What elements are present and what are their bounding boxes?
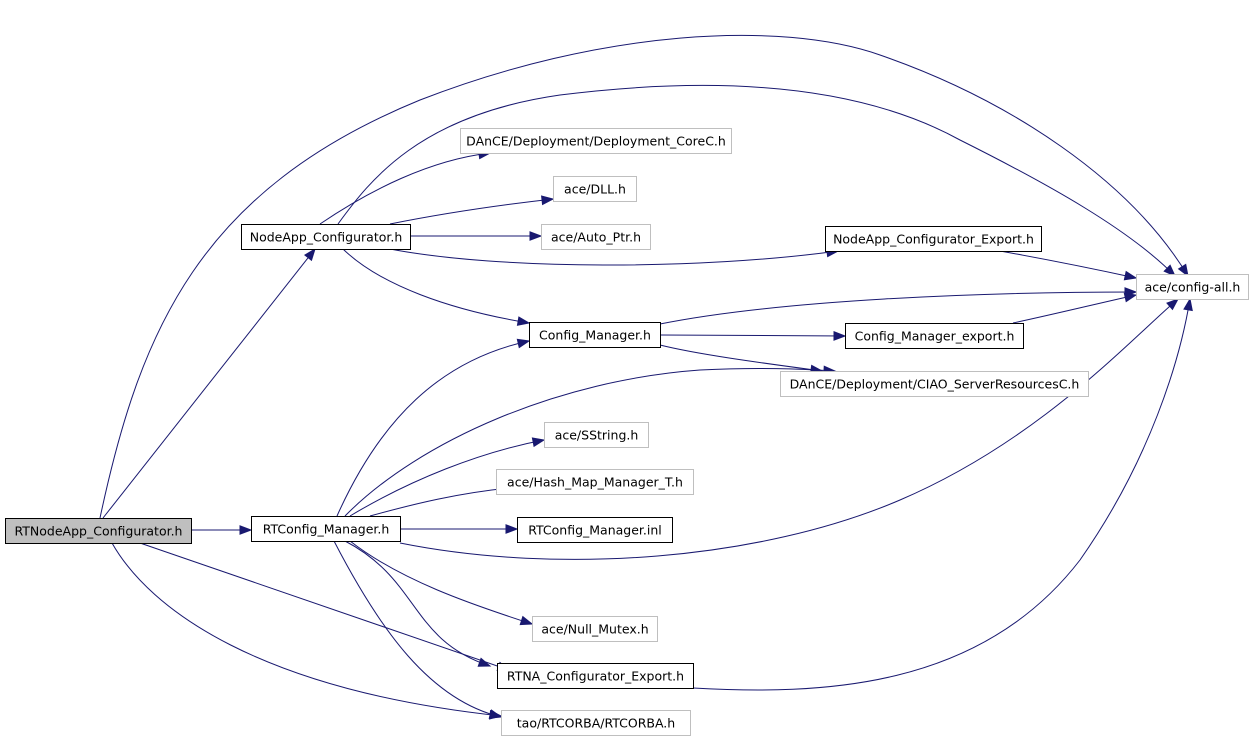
edge-rtconfig-manager-to-rtna-configurator-export-arrowhead (477, 657, 492, 667)
node-nodeapp-configurator-export[interactable]: NodeApp_Configurator_Export.h (825, 226, 1042, 252)
node-box (825, 226, 1042, 252)
edge-nodeapp-configurator-to-ace-auto-ptr-arrowhead (529, 231, 543, 241)
edge-nodeapp-configurator-to-ace-dll (389, 198, 554, 225)
edge-rtnodeapp-configurator-to-rtna-configurator-export (139, 542, 510, 671)
node-rtna-configurator-export[interactable]: RTNA_Configurator_Export.h (497, 663, 694, 689)
node-layer: RTNodeApp_Configurator.h NodeApp_Configur… (5, 128, 1249, 736)
node-ace-auto-ptr: ace/Auto_Ptr.h (541, 224, 651, 250)
edge-rtnodeapp-configurator-to-ace-config-all (99, 34, 1189, 519)
node-label: ace/Hash_Map_Manager_T.h (507, 475, 683, 490)
node-ace-sstring: ace/SString.h (544, 422, 649, 448)
edge-rtconfig-manager-to-ace-sstring-arrowhead (531, 437, 546, 448)
edge-rtconfig-manager-to-ace-null-mutex (349, 540, 533, 625)
edge-rtnodeapp-configurator-to-ace-config-all-arrowhead (1177, 263, 1189, 278)
node-rtconfig-manager-inl[interactable]: RTConfig_Manager.inl (517, 517, 673, 543)
node-label: ace/SString.h (555, 428, 639, 443)
node-label: ace/Null_Mutex.h (541, 622, 648, 637)
node-box (5, 518, 192, 544)
edge-config-manager-export-to-ace-config-all-arrowhead (1123, 292, 1138, 303)
node-box (532, 616, 658, 642)
edge-nodeapp-configurator-export-to-ace-config-all (999, 250, 1137, 279)
edge-nodeapp-configurator-to-config-manager (342, 248, 530, 324)
node-label: NodeApp_Configurator.h (250, 230, 403, 245)
edge-nodeapp-configurator-to-config-manager-arrowhead (516, 316, 531, 326)
node-label: RTConfig_Manager.h (263, 522, 390, 537)
node-ace-hash-map-manager-t: ace/Hash_Map_Manager_T.h (496, 469, 694, 495)
node-label: RTNodeApp_Configurator.h (15, 524, 183, 539)
edge-nodeapp-configurator-to-ace-config-all-arrowhead (1163, 264, 1176, 277)
node-label: RTNA_Configurator_Export.h (507, 669, 684, 684)
edge-rtnodeapp-configurator-to-nodeapp-configurator (102, 248, 316, 519)
edge-rtconfig-manager-to-tao-rtcorba-arrowhead (488, 709, 503, 719)
node-rtconfig-manager[interactable]: RTConfig_Manager.h (251, 516, 401, 542)
node-box (529, 322, 661, 348)
node-box (241, 224, 411, 250)
node-box (460, 128, 732, 154)
node-tao-rtcorba: tao/RTCORBA/RTCORBA.h (501, 710, 691, 736)
node-nodeapp-configurator[interactable]: NodeApp_Configurator.h (241, 224, 411, 250)
node-label: ace/Auto_Ptr.h (551, 230, 641, 245)
edge-config-manager-export-to-ace-config-all (1012, 294, 1137, 324)
node-label: ace/config-all.h (1145, 280, 1241, 295)
edge-rtconfig-manager-to-config-manager-arrowhead (516, 338, 531, 349)
node-config-manager[interactable]: Config_Manager.h (529, 322, 661, 348)
edge-rtconfig-manager-to-ace-config-all-arrowhead (1166, 298, 1180, 311)
node-label: RTConfig_Manager.inl (528, 523, 662, 538)
edge-rtna-configurator-export-to-ace-config-all-arrowhead (1183, 297, 1193, 312)
edge-rtconfig-manager-to-ace-null-mutex-arrowhead (519, 615, 534, 626)
node-box (1136, 274, 1249, 300)
node-ace-dll: ace/DLL.h (553, 176, 637, 202)
node-rtnodeapp-configurator: RTNodeApp_Configurator.h (5, 518, 192, 544)
node-ace-config-all: ace/config-all.h (1136, 274, 1249, 300)
edge-rtconfig-manager-to-ciao-serverresourcesc (344, 367, 836, 517)
node-box (553, 176, 637, 202)
node-box (544, 422, 649, 448)
edge-nodeapp-configurator-to-ace-dll-arrowhead (541, 195, 555, 206)
edge-nodeapp-configurator-to-ace-config-all (337, 85, 1176, 277)
node-box (496, 469, 694, 495)
node-ace-null-mutex: ace/Null_Mutex.h (532, 616, 658, 642)
node-ciao-serverresourcesc: DAnCE/Deployment/CIAO_ServerResourcesC.h (780, 371, 1089, 397)
node-label: DAnCE/Deployment/Deployment_CoreC.h (466, 134, 726, 149)
node-label: DAnCE/Deployment/CIAO_ServerResourcesC.h (790, 377, 1080, 392)
edge-rtna-configurator-export-to-ace-config-all (692, 298, 1191, 691)
node-box (501, 710, 691, 736)
node-box (780, 371, 1089, 397)
edge-rtnodeapp-configurator-to-tao-rtcorba (111, 542, 502, 717)
edge-config-manager-to-ace-config-all (659, 291, 1137, 325)
edge-rtnodeapp-configurator-to-nodeapp-configurator-arrowhead (304, 247, 316, 262)
edge-rtconfig-manager-to-config-manager (336, 340, 530, 517)
edge-rtconfig-manager-to-ace-sstring (349, 439, 545, 517)
node-deployment-corec: DAnCE/Deployment/Deployment_CoreC.h (460, 128, 732, 154)
edge-config-manager-to-ciao-serverresourcesc (659, 344, 823, 372)
node-box (517, 517, 673, 543)
edge-rtconfig-manager-to-ace-config-all (399, 298, 1179, 560)
node-label: tao/RTCORBA/RTCORBA.h (517, 716, 675, 731)
node-label: Config_Manager_export.h (855, 329, 1015, 344)
edge-config-manager-to-config-manager-export-arrowhead (833, 331, 847, 341)
edge-rtconfig-manager-to-tao-rtcorba (333, 540, 502, 718)
node-label: ace/DLL.h (564, 182, 626, 197)
node-box (497, 663, 694, 689)
node-label: Config_Manager.h (539, 328, 651, 343)
edge-rtnodeapp-configurator-to-rtconfig-manager-arrowhead (239, 525, 253, 535)
node-config-manager-export[interactable]: Config_Manager_export.h (845, 323, 1024, 349)
node-box (541, 224, 651, 250)
node-label: NodeApp_Configurator_Export.h (833, 232, 1034, 247)
edge-rtconfig-manager-to-rtna-configurator-export (344, 540, 491, 667)
edge-nodeapp-configurator-export-to-ace-config-all-arrowhead (1123, 270, 1138, 281)
edge-nodeapp-configurator-to-deployment-corec (319, 152, 491, 225)
node-box (251, 516, 401, 542)
edge-nodeapp-configurator-to-nodeapp-configurator-export (389, 248, 839, 266)
edge-rtconfig-manager-to-rtconfig-manager-inl-arrowhead (505, 524, 519, 534)
node-box (845, 323, 1024, 349)
edge-config-manager-to-config-manager-export (659, 334, 846, 337)
